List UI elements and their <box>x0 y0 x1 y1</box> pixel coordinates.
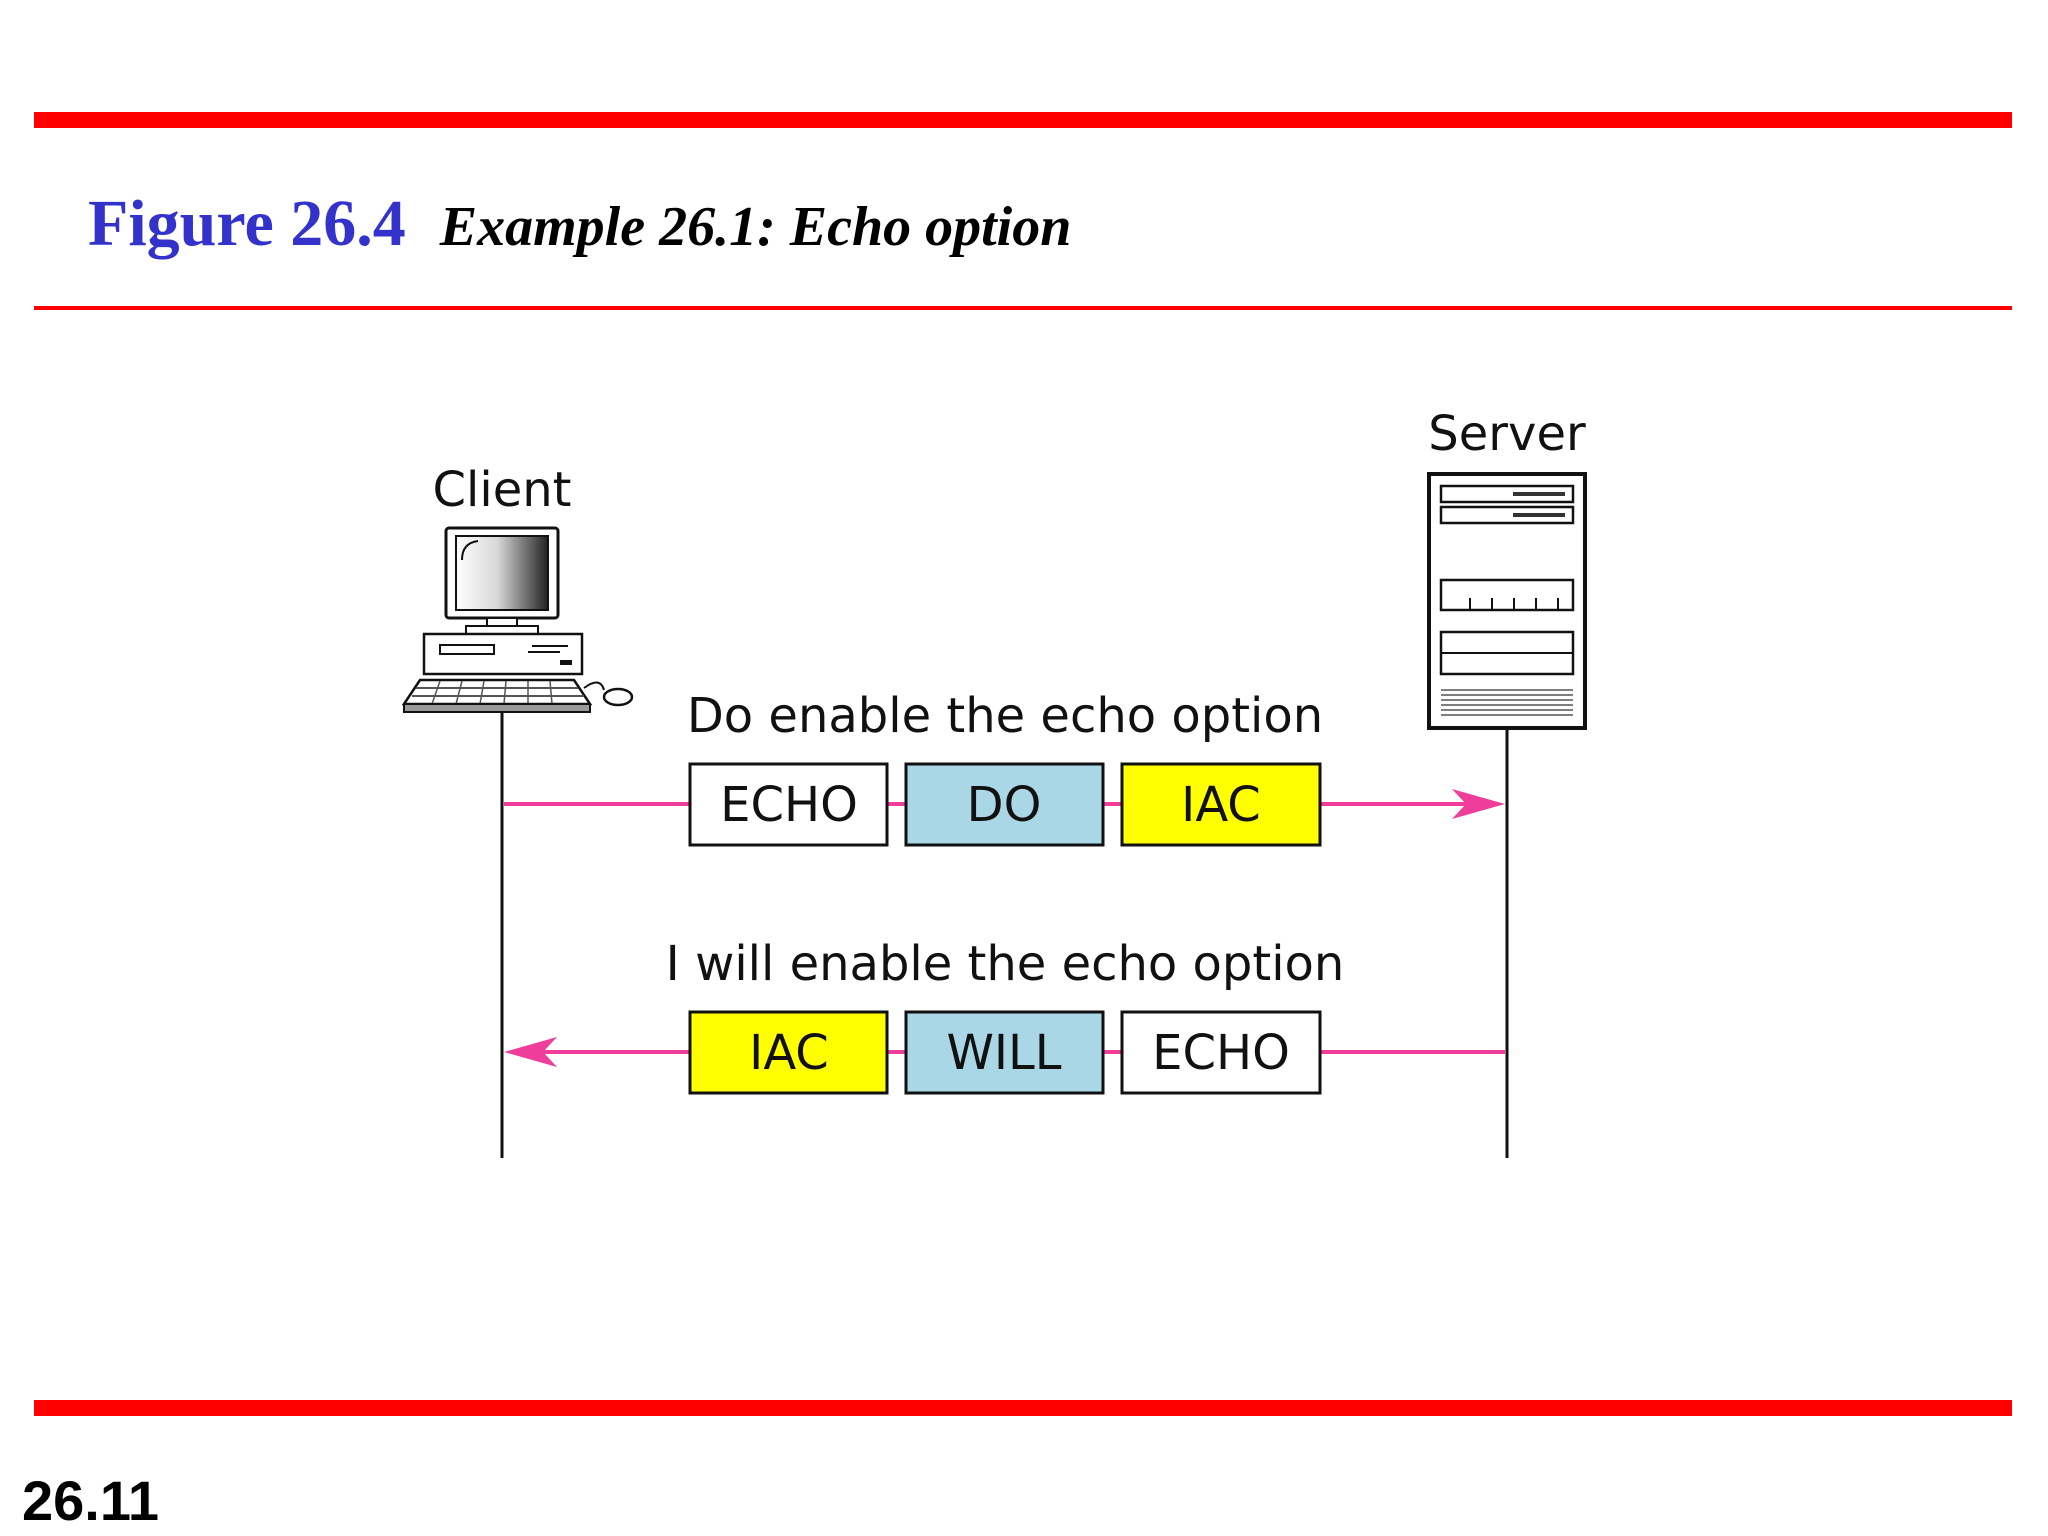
top-rule <box>34 112 2012 128</box>
figure-number: Figure 26.4 <box>88 187 406 260</box>
bottom-rule <box>34 1400 2012 1416</box>
message-caption: Do enable the echo option <box>687 688 1323 744</box>
packet-field-label: ECHO <box>720 777 858 833</box>
server-label: Server <box>1428 406 1586 462</box>
packet-field-option <box>688 762 889 847</box>
message-caption: I will enable the echo option <box>666 936 1345 992</box>
reply-arrowhead <box>504 1037 557 1067</box>
packet-field-label: WILL <box>946 1025 1061 1081</box>
desktop-computer-icon <box>401 526 634 713</box>
packet-field-option <box>1120 1010 1322 1095</box>
request-packet: ECHO DO IAC <box>688 762 1322 847</box>
page-number: 26.11 <box>22 1469 160 1532</box>
reply-packet: IAC WILL ECHO <box>688 1010 1322 1095</box>
server-tower-icon <box>1427 472 1587 730</box>
packet-field-iac <box>688 1010 889 1095</box>
client-label: Client <box>433 462 572 518</box>
packet-field-iac <box>1120 762 1322 847</box>
figure-title: Figure 26.4 Example 26.1: Echo option <box>88 186 1071 262</box>
packet-field-label: ECHO <box>1152 1025 1290 1081</box>
packet-field-command <box>904 1010 1105 1095</box>
packet-field-label: DO <box>967 777 1042 833</box>
packet-field-label: IAC <box>1181 777 1261 833</box>
figure-caption: Example 26.1: Echo option <box>439 196 1072 258</box>
packet-field-command <box>904 762 1105 847</box>
title-underline <box>34 306 2012 310</box>
packet-field-label: IAC <box>749 1025 829 1081</box>
request-arrowhead <box>1452 789 1505 819</box>
